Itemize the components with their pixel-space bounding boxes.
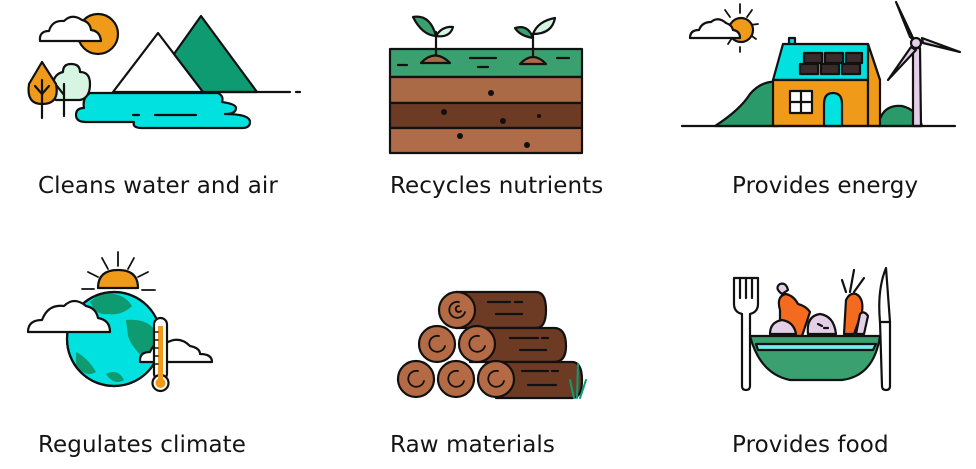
- benefit-label: Cleans water and air: [38, 173, 278, 199]
- benefit-card-raw-materials: Raw materials: [370, 240, 630, 469]
- globe-sun-thermometer-icon: [26, 251, 214, 393]
- benefit-card-regulates-climate: Regulates climate: [0, 240, 320, 469]
- soil-layers-seedlings-icon: [388, 15, 584, 155]
- benefit-label: Provides energy: [732, 173, 919, 199]
- benefit-card-provides-energy: Provides energy: [670, 0, 976, 220]
- benefit-label: Raw materials: [390, 432, 555, 458]
- house-solar-wind-turbine-icon: [680, 0, 962, 128]
- benefit-card-cleans-water: Cleans water and air: [0, 0, 320, 220]
- benefit-label: Provides food: [732, 432, 889, 458]
- bowl-fork-knife-icon: [732, 266, 892, 392]
- landscape-lake-mountains-icon: [27, 12, 302, 130]
- benefit-card-recycles-nutrients: Recycles nutrients: [370, 0, 630, 220]
- benefit-label: Recycles nutrients: [390, 173, 604, 199]
- benefit-label: Regulates climate: [38, 432, 247, 458]
- log-pile-icon: [396, 290, 587, 400]
- benefit-card-provides-food: Provides food: [670, 240, 976, 469]
